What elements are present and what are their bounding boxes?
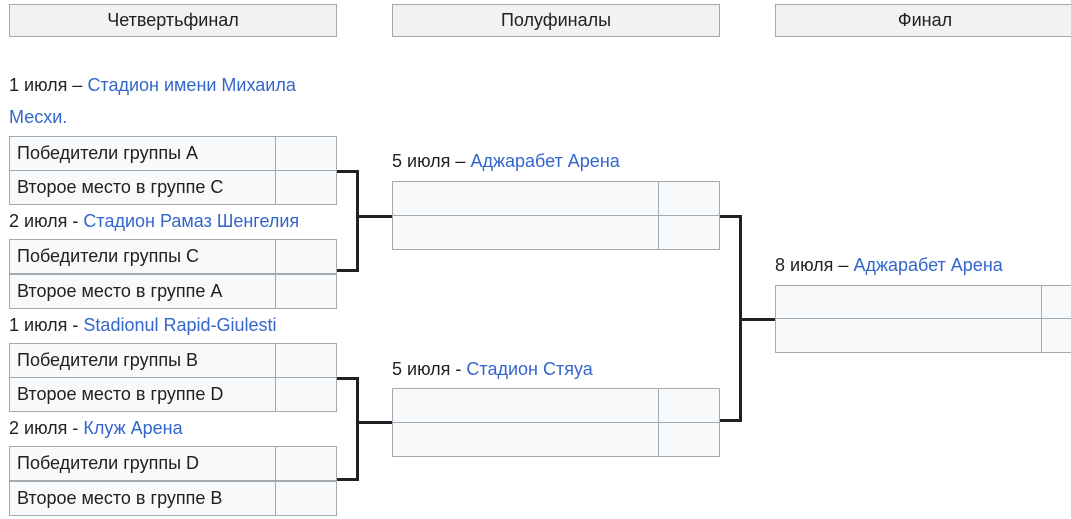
team-row-final-1 [775, 285, 1071, 320]
connector-qf1-h [337, 170, 359, 173]
match-date: 8 июля [775, 255, 834, 275]
team-score [658, 181, 719, 216]
team-row-qf1-2: Второе место в группе C [9, 170, 337, 205]
match-separator: – [833, 255, 854, 275]
team-name: Второе место в группе C [17, 177, 224, 197]
round-header-final: Финал [775, 4, 1071, 37]
venue-link-qf3[interactable]: Stadionul Rapid-Giulesti [83, 315, 277, 335]
match-separator: – [67, 75, 88, 95]
team-score [275, 446, 336, 481]
team-name: Победители группы B [17, 350, 199, 370]
team-name [776, 286, 1039, 319]
team-name: Второе место в группе B [17, 488, 223, 508]
match-date: 2 июля [9, 211, 68, 231]
team-name: Победители группы C [17, 246, 200, 266]
connector-qf12-v [356, 170, 359, 272]
team-name [393, 182, 657, 215]
connector-sf2-h [720, 419, 742, 422]
team-name: Победители группы A [17, 143, 199, 163]
connector-sf2-in [356, 421, 392, 424]
team-score [275, 239, 336, 274]
venue-link-sf2[interactable]: Стадион Стяуа [466, 359, 593, 379]
team-row-qf4-2: Второе место в группе B [9, 481, 337, 516]
team-row-sf2-1 [392, 388, 720, 423]
connector-qf3-h [337, 377, 359, 380]
match-separator: - [67, 211, 84, 231]
team-score [275, 343, 336, 378]
round-header-quarterfinal: Четвертьфинал [9, 4, 337, 37]
venue-link-sf1[interactable]: Аджарабет Арена [470, 151, 620, 171]
connector-sf1-in [356, 215, 392, 218]
team-row-final-2 [775, 318, 1071, 353]
match-separator: - [67, 315, 84, 335]
team-name [776, 319, 1039, 352]
match-label-sf1: 5 июля – Аджарабет Арена [392, 145, 722, 177]
match-date: 5 июля [392, 359, 451, 379]
connector-qf34-v [356, 377, 359, 481]
match-separator: - [450, 359, 467, 379]
team-name: Второе место в группе D [17, 384, 224, 404]
match-separator: - [67, 418, 84, 438]
team-score [1041, 318, 1071, 353]
connector-sf1-h [720, 215, 742, 218]
team-score [275, 274, 336, 309]
team-score [275, 481, 336, 516]
team-score [275, 170, 336, 205]
connector-qf2-h [337, 269, 359, 272]
connector-qf4-h [337, 478, 359, 481]
team-name [393, 216, 657, 249]
team-score [658, 422, 719, 457]
team-score [275, 377, 336, 412]
match-date: 5 июля [392, 151, 451, 171]
venue-link-qf4[interactable]: Клуж Арена [83, 418, 183, 438]
team-score [658, 215, 719, 250]
team-name: Второе место в группе A [17, 281, 223, 301]
match-date: 1 июля [9, 315, 68, 335]
team-row-sf2-2 [392, 422, 720, 457]
team-row-qf3-1: Победители группы B [9, 343, 337, 378]
team-score [275, 136, 336, 171]
venue-link-qf1[interactable]: Стадион имени Михаила Месхи. [9, 75, 296, 127]
team-name [393, 389, 657, 422]
team-score [1041, 285, 1071, 320]
match-date: 2 июля [9, 418, 68, 438]
venue-link-qf2[interactable]: Стадион Рамаз Шенгелия [83, 211, 300, 231]
match-label-qf2: 2 июля - Стадион Рамаз Шенгелия [9, 205, 339, 237]
team-row-qf2-1: Победители группы C [9, 239, 337, 274]
match-date: 1 июля [9, 75, 68, 95]
team-row-qf3-2: Второе место в группе D [9, 377, 337, 412]
match-label-qf1: 1 июля – Стадион имени Михаила Месхи. [9, 69, 339, 133]
team-row-sf1-1 [392, 181, 720, 216]
team-row-sf1-2 [392, 215, 720, 250]
match-label-sf2: 5 июля - Стадион Стяуа [392, 353, 722, 385]
team-name: Победители группы D [17, 453, 200, 473]
match-label-qf4: 2 июля - Клуж Арена [9, 412, 339, 444]
round-header-semifinal: Полуфиналы [392, 4, 720, 37]
team-name [393, 423, 657, 456]
match-label-final: 8 июля – Аджарабет Арена [775, 249, 1071, 281]
connector-final-in [739, 318, 775, 321]
team-score [658, 388, 719, 423]
match-separator: – [450, 151, 471, 171]
venue-link-final[interactable]: Аджарабет Арена [853, 255, 1003, 275]
team-row-qf4-1: Победители группы D [9, 446, 337, 481]
match-label-qf3: 1 июля - Stadionul Rapid-Giulesti [9, 309, 339, 341]
team-row-qf1-1: Победители группы A [9, 136, 337, 171]
team-row-qf2-2: Второе место в группе A [9, 274, 337, 309]
